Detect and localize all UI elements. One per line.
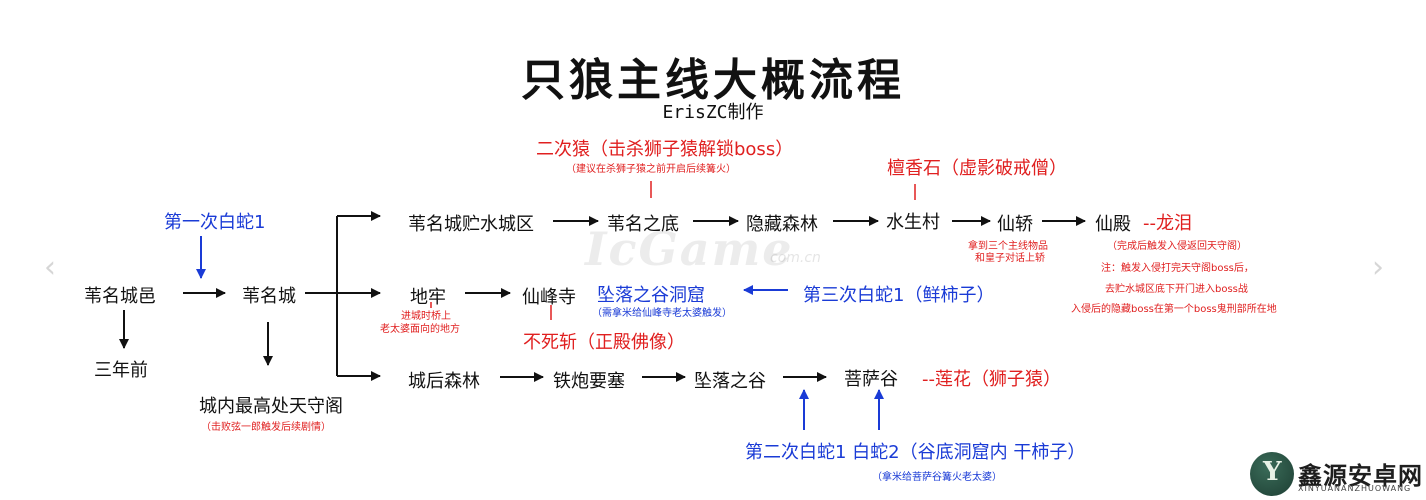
node-sunken-valley: 坠落之谷: [694, 371, 766, 392]
note-dragon-1: （完成后触发入侵返回天守阁）: [1107, 241, 1247, 252]
node-castle-top: 城内最高处天守阁: [199, 396, 343, 417]
node-ashina-castle: 苇名城: [242, 286, 296, 307]
note-village-1: 拿到三个主线物品: [968, 241, 1048, 252]
prev-arrow-icon[interactable]: ‹: [44, 250, 56, 285]
node-three-years-ago: 三年前: [94, 360, 148, 381]
site-logo-mark: Y: [1263, 457, 1282, 487]
node-ashina-depths: 苇名之底: [607, 214, 679, 235]
diagram-author: ErisZC制作: [662, 102, 764, 123]
note-dragon-2: 注：触发入侵打完天守阁boss后，: [1101, 263, 1254, 274]
note-dungeon-1: 进城时桥上: [401, 311, 451, 322]
node-hidden-forest: 隐藏森林: [746, 214, 818, 235]
node-reservoir: 苇名城贮水城区: [408, 214, 534, 235]
note-dragon-4: 入侵后的隐藏boss在第一个boss鬼刑部所在地: [1071, 304, 1277, 315]
node-ashina-outskirts: 苇名城邑: [84, 286, 156, 307]
node-bodhisattva-valley: 菩萨谷: [844, 369, 898, 390]
label-lotus: --莲花（狮子猿）: [922, 369, 1061, 390]
label-sandalwood: 檀香石（虚影破戒僧）: [887, 158, 1067, 179]
note-dragon-3: 去贮水城区底下开门进入boss战: [1105, 284, 1248, 295]
label-dragon-tear: --龙泪: [1143, 213, 1192, 234]
note-castle-top: （击败弦一郎触发后续剧情）: [201, 422, 331, 433]
label-second-snake: 第二次白蛇1 白蛇2（谷底洞窟内 干柿子）: [745, 442, 1086, 463]
note-gun-fort-cave: （需拿米给仙峰寺老太婆触发）: [592, 308, 732, 319]
label-third-snake: 第三次白蛇1（鲜柿子）: [803, 285, 995, 306]
label-second-monkey: 二次猿（击杀狮子猿解锁boss）: [536, 139, 794, 160]
label-first-snake: 第一次白蛇1: [164, 212, 266, 233]
node-gun-fort: 铁炮要塞: [553, 371, 625, 392]
note-dungeon-2: 老太婆面向的地方: [380, 324, 460, 335]
node-abandoned-dungeon: 城后森林: [408, 371, 480, 392]
node-gun-fort-cave: 坠落之谷洞窟: [597, 285, 705, 306]
note-village-2: 和皇子对话上轿: [975, 253, 1045, 264]
node-dungeon: 地牢: [410, 287, 446, 308]
site-logo-name: 鑫源安卓网: [1298, 462, 1423, 490]
node-senpou-temple: 仙峰寺: [522, 287, 576, 308]
watermark-text: IcGame: [585, 222, 794, 276]
note-second-monkey: （建议在杀狮子猿之前开启后续篝火）: [566, 164, 736, 175]
diagram-title: 只狼主线大概流程: [521, 55, 905, 106]
watermark-sub: com.cn: [770, 250, 821, 266]
site-logo-icon[interactable]: [1250, 452, 1294, 496]
note-second-snake: （拿米给菩萨谷篝火老太婆）: [872, 472, 1002, 483]
label-mortal-blade: 不死斩（正殿佛像）: [523, 332, 685, 353]
node-mibu-village: 水生村: [886, 212, 940, 233]
node-palanquin: 仙轿: [997, 214, 1033, 235]
site-logo-domain: XINYUANANZHUOWANG: [1298, 484, 1412, 493]
next-arrow-icon[interactable]: ›: [1372, 250, 1384, 285]
node-fountainhead: 仙殿: [1095, 214, 1131, 235]
